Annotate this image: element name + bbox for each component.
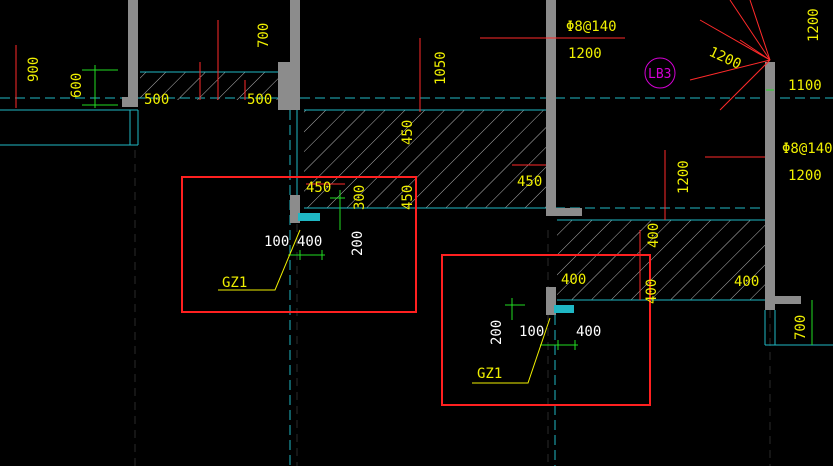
dim-300: 300 [352,185,368,210]
dim-450-vert: 450 [400,185,416,210]
dim-100-left: 100 [264,234,289,250]
slab-tag: LB3 [648,67,671,82]
dim-450-mid: 450 [517,174,542,190]
dim-450-left: 450 [306,180,331,196]
hatched-slabs [140,72,765,300]
dim-1200-mid: 1200 [676,160,692,194]
dim-450-upper: 450 [400,120,416,145]
highlight-box-left[interactable] [181,176,417,313]
dim-400-right-vert: 400 [646,223,662,248]
dim-1200-diag: 1200 [706,44,743,73]
column-tag-right: GZ1 [477,366,502,382]
dim-1050: 1050 [433,51,449,85]
dim-600: 600 [69,73,85,98]
cyan-outlines [0,71,833,466]
dim-1100: 1100 [788,78,822,94]
dim-200-left: 200 [350,231,366,256]
column-tag-left: GZ1 [222,275,247,291]
dim-400-right: 400 [576,324,601,340]
dim-1200-topright: 1200 [806,8,822,42]
dim-200-right: 200 [489,320,505,345]
dim-400-far-right: 400 [734,274,759,290]
dim-100-right: 100 [519,324,544,340]
dim-400-mid: 400 [561,272,586,288]
dim-700-top: 700 [256,23,272,48]
highlight-box-right[interactable] [441,254,651,406]
dim-400-left: 400 [297,234,322,250]
dim-1200-right: 1200 [788,168,822,184]
dim-500-b: 500 [247,92,272,108]
rebar-right-label: Φ8@140 [782,141,833,157]
dim-900: 900 [26,57,42,82]
red-lines [15,0,771,300]
dim-400-right-vert2: 400 [644,279,660,304]
walls [122,0,801,315]
slab-tag-circle [644,57,676,89]
rebar-top-label: Φ8@140 [566,19,617,35]
dim-500-a: 500 [144,92,169,108]
green-dims [82,65,813,350]
dim-700-bottom: 700 [793,315,809,340]
dim-1200-top: 1200 [568,46,602,62]
leaders [218,229,551,384]
